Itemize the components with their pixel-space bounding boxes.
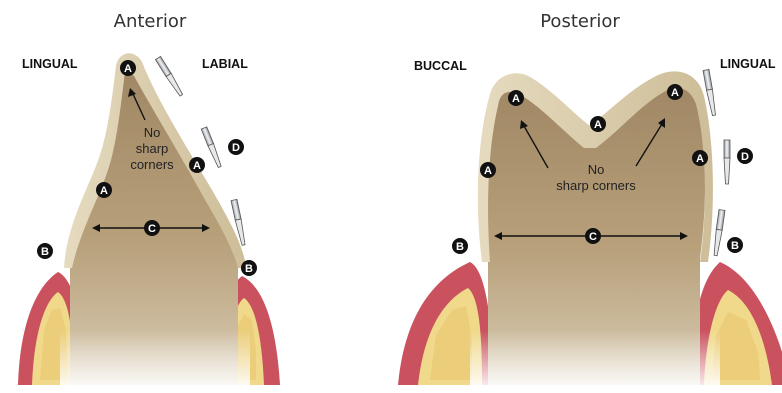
- anterior-marker-b-right: B: [241, 260, 257, 276]
- posterior-bur-middle: [724, 140, 730, 184]
- svg-text:C: C: [589, 231, 597, 243]
- svg-text:A: A: [193, 160, 201, 172]
- posterior-marker-c: C: [585, 228, 601, 244]
- anterior-root-fade: [60, 330, 250, 393]
- anterior-labial-label: LABIAL: [202, 57, 248, 71]
- svg-text:A: A: [512, 93, 520, 105]
- posterior-marker-a-left-wall: A: [480, 162, 496, 178]
- posterior-marker-a-right-cusp: A: [667, 84, 683, 100]
- svg-text:B: B: [245, 263, 253, 275]
- anterior-marker-a-tip: A: [120, 60, 136, 76]
- posterior-marker-d: D: [737, 148, 753, 164]
- svg-text:B: B: [731, 240, 739, 252]
- svg-text:A: A: [100, 185, 108, 197]
- svg-text:B: B: [41, 246, 49, 258]
- svg-text:A: A: [124, 63, 132, 75]
- anterior-marker-a-lingual: A: [96, 182, 112, 198]
- anterior-note-line-1: No: [144, 125, 161, 140]
- svg-text:A: A: [594, 119, 602, 131]
- posterior-marker-b-left: B: [452, 238, 468, 254]
- posterior-root-fade: [470, 330, 720, 393]
- anterior-note-line-3: corners: [130, 157, 174, 172]
- posterior-title: Posterior: [540, 11, 620, 32]
- posterior-marker-a-center: A: [590, 116, 606, 132]
- posterior-marker-b-right: B: [727, 237, 743, 253]
- anterior-marker-b-left: B: [37, 243, 53, 259]
- svg-text:A: A: [484, 165, 492, 177]
- posterior-marker-a-right-wall: A: [692, 150, 708, 166]
- posterior-buccal-label: BUCCAL: [414, 59, 467, 73]
- anterior-lingual-label: LINGUAL: [22, 57, 78, 71]
- svg-text:A: A: [671, 87, 679, 99]
- posterior-bur-bottom: [713, 210, 725, 256]
- anterior-bur-top: [155, 56, 183, 96]
- svg-text:C: C: [148, 223, 156, 235]
- posterior-note-line-2: sharp corners: [556, 178, 636, 193]
- anterior-note-line-2: sharp: [136, 141, 169, 156]
- anterior-marker-c: C: [144, 220, 160, 236]
- anterior-marker-d: D: [228, 139, 244, 155]
- anterior-marker-a-labial: A: [189, 157, 205, 173]
- anterior-bur-middle: [201, 127, 222, 168]
- svg-text:A: A: [696, 153, 704, 165]
- posterior-lingual-label: LINGUAL: [720, 57, 776, 71]
- posterior-note-line-1: No: [588, 162, 605, 177]
- svg-text:D: D: [741, 151, 749, 163]
- posterior-marker-a-left-cusp: A: [508, 90, 524, 106]
- svg-text:B: B: [456, 241, 464, 253]
- anterior-title: Anterior: [114, 11, 187, 32]
- svg-text:D: D: [232, 142, 240, 154]
